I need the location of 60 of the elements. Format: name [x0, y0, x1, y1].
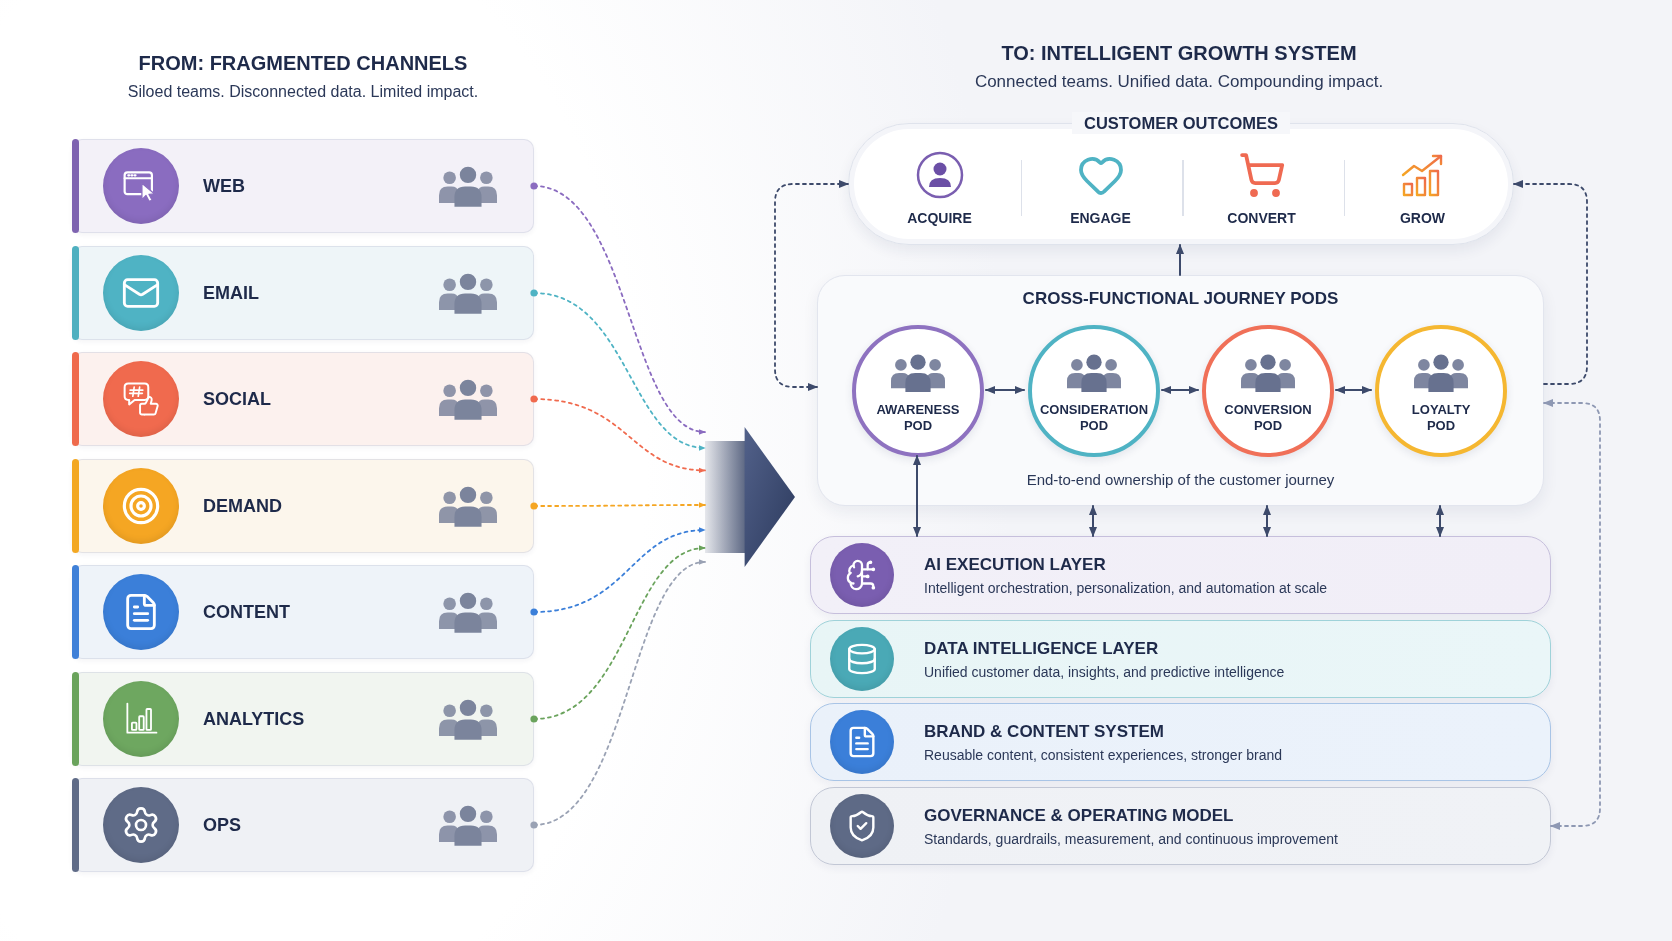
section-heading: FROM: FRAGMENTED CHANNELS [138, 51, 468, 75]
channel-label: CONTENT [203, 601, 290, 623]
dotted-connector [530, 527, 706, 616]
layer-description: Reusable content, consistent experiences, stronger brand [924, 745, 1282, 764]
section-subtitle: Siloed teams. Disconnected data. Limited impact. [127, 83, 479, 101]
dashed-connector [774, 180, 849, 391]
channel-label: EMAIL [203, 282, 259, 304]
layer-card [810, 787, 1551, 865]
layer-card [810, 536, 1551, 614]
arrow-connector [985, 386, 1025, 394]
layer-card [810, 620, 1551, 698]
layer-title: DATA INTELLIGENCE LAYER [924, 637, 1159, 660]
arrow-connector [1161, 386, 1199, 394]
dotted-connector [530, 182, 706, 434]
arrow-connector [913, 455, 921, 537]
channel-card [72, 565, 534, 659]
layer-description: Unified customer data, insights, and predictive intelligence [924, 662, 1285, 681]
outcome-label: ACQUIRE [907, 210, 972, 226]
channel-card [72, 246, 534, 340]
dotted-connector [530, 561, 706, 829]
layer-card [810, 703, 1551, 781]
channel-label: WEB [203, 175, 245, 197]
arrow-connector [1436, 505, 1444, 537]
outcome-label: GROW [1399, 210, 1446, 226]
arrow-connector [1089, 505, 1097, 537]
section-heading: TO: INTELLIGENT GROWTH SYSTEM [1001, 41, 1357, 65]
dotted-connector [530, 395, 706, 473]
dotted-connector [530, 289, 706, 450]
layer-title: BRAND & CONTENT SYSTEM [924, 720, 1164, 743]
outcome-label: ENGAGE [1070, 210, 1131, 226]
pod-label: AWARENESS POD [876, 402, 960, 434]
pods-panel [817, 275, 1544, 506]
layer-title: GOVERNANCE & OPERATING MODEL [924, 804, 1234, 827]
outcome-label: CONVERT [1227, 210, 1296, 226]
layer-title: AI EXECUTION LAYER [924, 553, 1106, 576]
channel-label: SOCIAL [203, 388, 271, 410]
pod-label: LOYALTY POD [1411, 402, 1471, 434]
dotted-connector [530, 502, 706, 510]
arrow-connector [1176, 244, 1184, 276]
channel-card [72, 778, 534, 872]
channel-label: OPS [203, 814, 241, 836]
dashed-connector [1543, 399, 1601, 830]
arrow-connector [1263, 505, 1271, 537]
layer-description: Standards, guardrails, measurement, and continuous improvement [924, 829, 1338, 848]
dotted-connector [530, 546, 706, 723]
channel-label: DEMAND [203, 495, 282, 517]
channel-card [72, 352, 534, 446]
dashed-connector [1513, 180, 1588, 385]
channel-card [72, 139, 534, 233]
pod-label: CONVERSION POD [1224, 402, 1312, 434]
channel-card [72, 672, 534, 766]
panel-heading: CROSS-FUNCTIONAL JOURNEY PODS [1022, 288, 1339, 310]
channel-label: ANALYTICS [203, 708, 305, 730]
panel-note: End-to-end ownership of the customer journey [1026, 470, 1335, 490]
channel-card [72, 459, 534, 553]
pod-label: CONSIDERATION POD [1039, 402, 1149, 434]
layer-description: Intelligent orchestration, personalization, and automation at scale [924, 578, 1328, 597]
arrow-connector [1335, 386, 1372, 394]
section-subtitle: Connected teams. Unified data. Compounding impact. [974, 72, 1384, 92]
transition-arrow [705, 427, 795, 567]
